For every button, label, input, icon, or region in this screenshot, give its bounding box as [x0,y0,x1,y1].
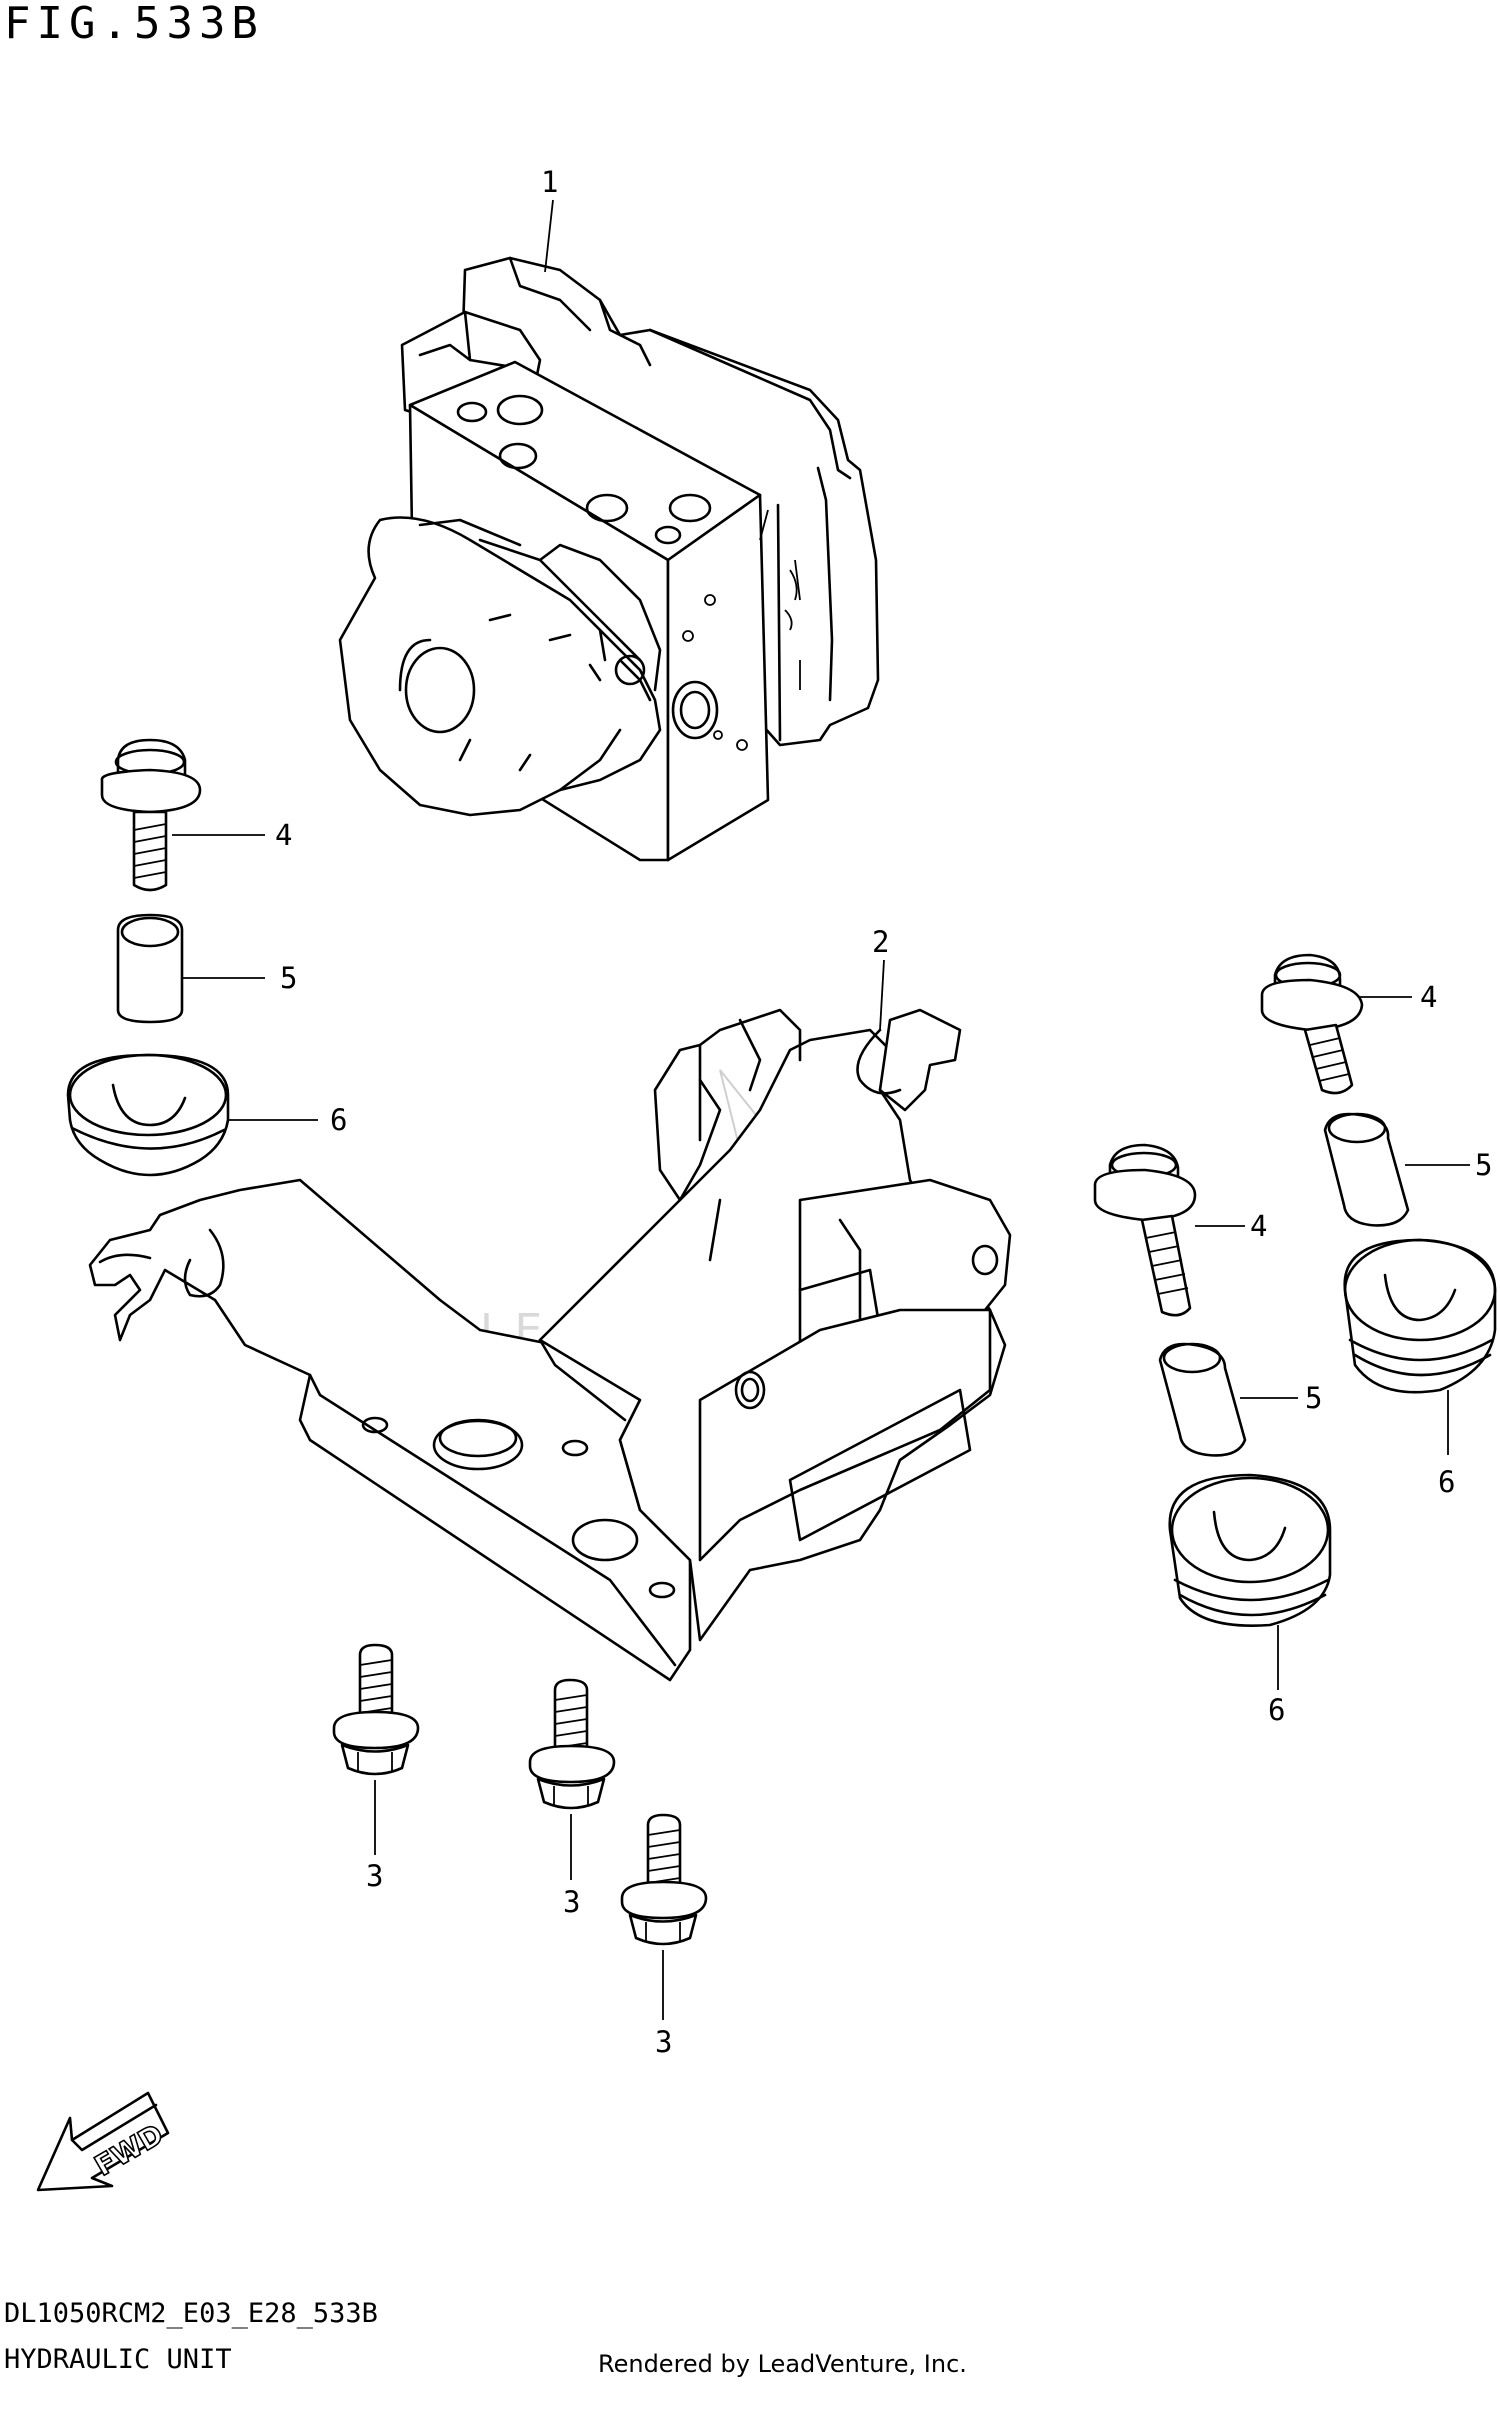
callout-6-right-upper: 6 [1438,1465,1455,1499]
callout-5-right-upper: 5 [1475,1148,1492,1182]
callout-1: 1 [541,165,558,199]
cushion-right-upper[interactable] [1343,1238,1497,1394]
callout-2: 2 [872,925,889,959]
callout-4-left: 4 [275,818,292,852]
callout-6-left: 6 [330,1103,347,1137]
callout-3-left: 3 [366,1859,383,1893]
section-name: HYDRAULIC UNIT [4,2344,232,2375]
bolt-3-right[interactable] [620,1813,708,1946]
model-code: DL1050RCM2_E03_E28_533B [4,2298,378,2329]
callout-5-right-lower: 5 [1305,1381,1322,1415]
callout-5-left: 5 [280,961,297,995]
forward-direction-arrow: FWD [36,2091,170,2192]
bolt-3-middle[interactable] [528,1678,616,1810]
flange-bolt-left[interactable] [100,738,202,892]
callout-4-right-upper: 4 [1420,980,1437,1014]
hydraulic-unit[interactable] [338,256,880,862]
hydraulic-unit-bracket[interactable] [88,1008,1012,1682]
callout-4-right-lower: 4 [1250,1209,1267,1243]
figure-title: FIG.533B [4,0,264,49]
callout-3-middle: 3 [563,1885,580,1919]
callout-3-right: 3 [655,2025,672,2059]
bolt-3-left[interactable] [332,1643,420,1776]
collar-right-lower[interactable] [1158,1342,1247,1457]
flange-bolt-right-lower[interactable] [1093,1143,1197,1317]
collar-right-upper[interactable] [1323,1112,1410,1227]
callout-6-right-lower: 6 [1268,1693,1285,1727]
flange-bolt-right-upper[interactable] [1260,953,1364,1095]
cushion-left[interactable] [66,1053,230,1177]
collar-left[interactable] [116,913,184,1024]
rendered-by-credit: Rendered by LeadVenture, Inc. [598,2350,967,2378]
cushion-right-lower[interactable] [1168,1473,1332,1627]
